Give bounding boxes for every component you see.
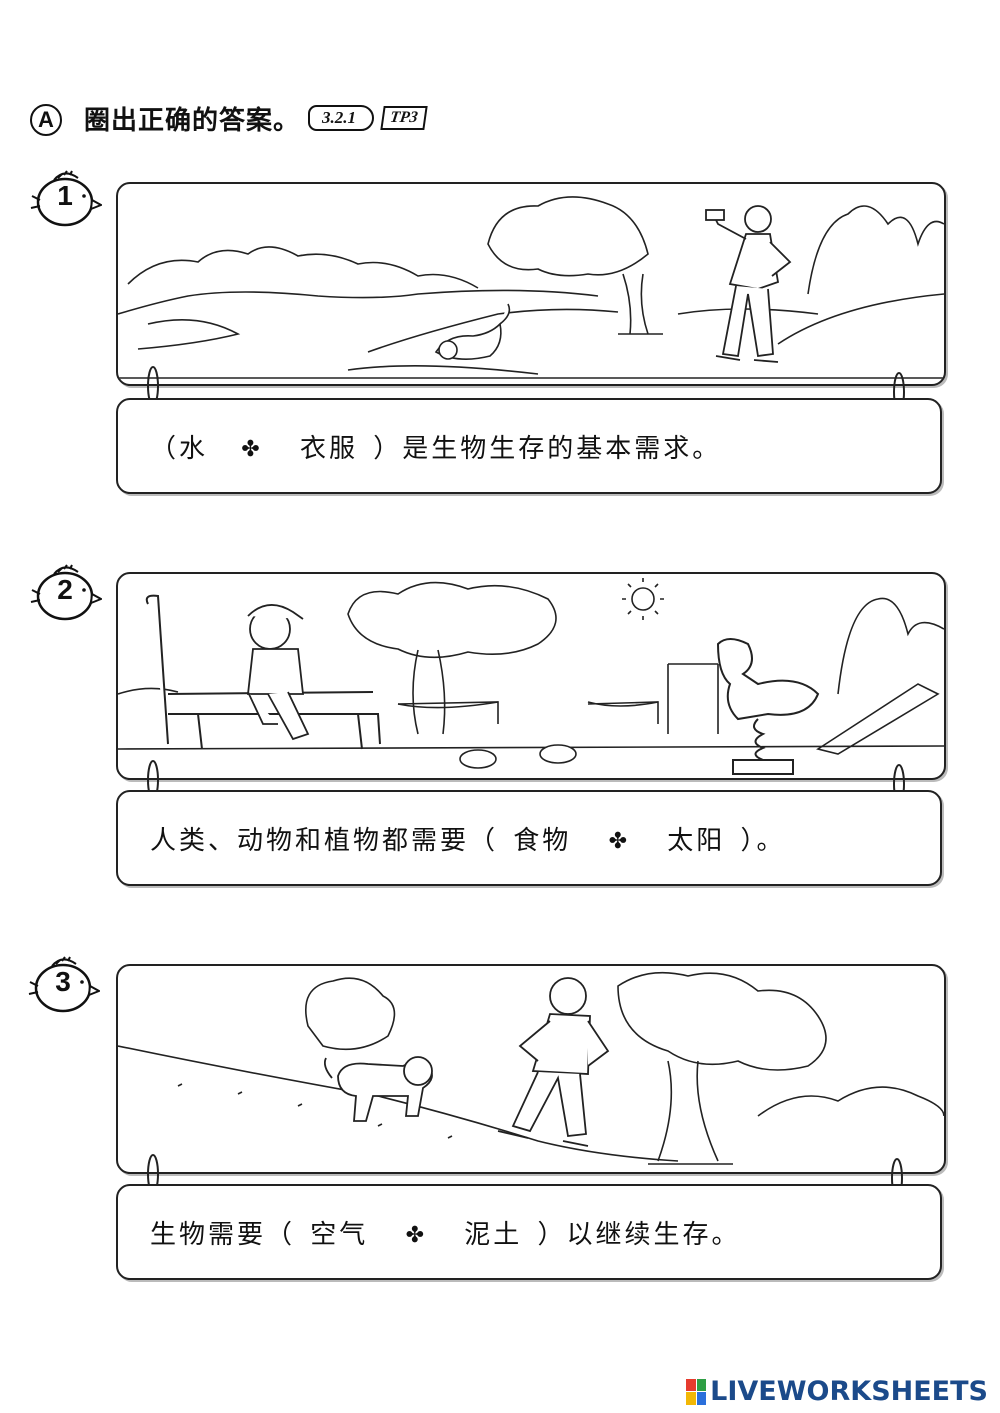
question-number: 3: [55, 966, 71, 997]
question-number: 1: [57, 180, 73, 211]
sentence-close: ）以继续生存。: [537, 1219, 741, 1250]
sentence-open: （水: [150, 433, 209, 464]
illustration-playground: [116, 572, 946, 780]
level-tag: TP3: [380, 106, 428, 130]
question-3-sentence: 生物需要（ 空气 ✤ 泥土 ）以继续生存。: [150, 1214, 741, 1251]
question-number-bird-icon: 2: [28, 560, 102, 624]
illustration-park-river: [116, 182, 946, 386]
question-number-bird-icon: 1: [28, 166, 102, 230]
question-number: 2: [57, 574, 73, 605]
liveworksheets-brand[interactable]: LIVEWORKSHEETS: [686, 1376, 988, 1407]
liveworksheets-logo-icon: [686, 1378, 707, 1405]
answer-option-b[interactable]: 太阳: [667, 825, 726, 856]
question-1-sentence: （水 ✤ 衣服 ）是生物生存的基本需求。: [150, 428, 721, 465]
answer-option-b[interactable]: 泥土: [464, 1219, 523, 1250]
question-number-bird-icon: 3: [26, 952, 100, 1016]
clover-separator-icon: ✤: [241, 436, 263, 462]
sentence-close: ）。: [740, 825, 786, 856]
answer-option-a[interactable]: 食物: [513, 825, 572, 856]
answer-option-a[interactable]: 空气: [310, 1219, 369, 1250]
question-1-sentence-box: （水 ✤ 衣服 ）是生物生存的基本需求。: [116, 398, 942, 494]
sentence-before: 生物需要（: [150, 1219, 296, 1250]
section-letter-badge: A: [30, 104, 62, 136]
instruction-text: 圈出正确的答案。: [84, 105, 301, 136]
question-2-sentence: 人类、动物和植物都需要（ 食物 ✤ 太阳 ）。: [150, 820, 786, 857]
illustration-hill-tree: [116, 964, 946, 1174]
brand-text: LIVEWORKSHEETS: [710, 1376, 988, 1407]
answer-option-b[interactable]: 衣服: [299, 433, 358, 464]
section-header: A 圈出正确的答案。 3.2.1 TP3: [30, 96, 428, 140]
sentence-before: 人类、动物和植物都需要（: [150, 825, 499, 856]
question-3-sentence-box: 生物需要（ 空气 ✤ 泥土 ）以继续生存。: [116, 1184, 942, 1280]
standard-code-tag: 3.2.1: [308, 105, 375, 131]
clover-separator-icon: ✤: [405, 1222, 427, 1248]
question-2-sentence-box: 人类、动物和植物都需要（ 食物 ✤ 太阳 ）。: [116, 790, 942, 886]
clover-separator-icon: ✤: [608, 828, 630, 854]
sentence-close: ）是生物生存的基本需求。: [373, 433, 722, 464]
